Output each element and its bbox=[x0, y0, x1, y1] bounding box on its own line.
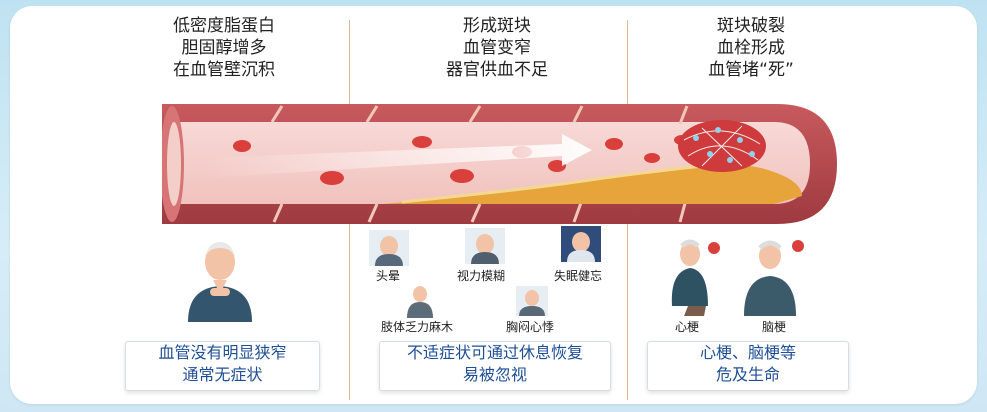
stage1-summary-line1: 血管没有明显狭窄 bbox=[158, 343, 287, 362]
diagram-card: 低密度脂蛋白 胆固醇增多 在血管壁沉积 形成斑块 血管变窄 器官供血不足 斑块破… bbox=[10, 6, 977, 404]
symptom-label: 头晕 bbox=[376, 269, 401, 283]
elderly-man-thinking-icon bbox=[188, 242, 252, 322]
symptom-label: 肢体乏力麻木 bbox=[381, 320, 454, 334]
symptom-label: 脑梗 bbox=[762, 320, 787, 334]
symptom-label: 视力模糊 bbox=[457, 269, 506, 283]
dizziness-icon bbox=[369, 230, 409, 266]
plaque-deposit bbox=[382, 164, 802, 204]
stage1-summary: 血管没有明显狭窄 通常无症状 bbox=[125, 341, 320, 391]
stage1-title-line2: 胆固醇增多 bbox=[181, 38, 267, 58]
stage3-title-line1: 斑块破裂 bbox=[717, 16, 785, 36]
stage2-summary: 不适症状可通过休息恢复 易被忽视 bbox=[379, 341, 611, 391]
artery-illustration bbox=[162, 104, 837, 224]
stage2-title-line2: 血管变窄 bbox=[463, 38, 531, 58]
stage3-title: 斑块破裂 血栓形成 血管堵“死” bbox=[651, 15, 851, 81]
stage2-title-line3: 器官供血不足 bbox=[446, 60, 548, 80]
blurred-vision-icon bbox=[465, 228, 505, 264]
headache-person-icon bbox=[744, 240, 804, 316]
stage2-summary-line2: 易被忽视 bbox=[462, 365, 527, 384]
stage1-title-line3: 在血管壁沉积 bbox=[173, 60, 275, 80]
stage2-title-line1: 形成斑块 bbox=[463, 16, 531, 36]
stage3-title-line3: 血管堵“死” bbox=[708, 60, 794, 80]
stage3-summary-line2: 危及生命 bbox=[715, 365, 780, 384]
blood-clot bbox=[678, 120, 766, 172]
chest-pain-person-icon bbox=[671, 239, 720, 316]
chest-tightness-icon bbox=[516, 286, 548, 316]
symptom-label: 失眠健忘 bbox=[554, 269, 603, 283]
stage1-title-line1: 低密度脂蛋白 bbox=[173, 16, 275, 36]
stage1-title: 低密度脂蛋白 胆固醇增多 在血管壁沉积 bbox=[124, 15, 324, 81]
insomnia-icon bbox=[561, 226, 601, 262]
stage1-summary-line2: 通常无症状 bbox=[182, 365, 263, 384]
limb-numbness-icon bbox=[407, 286, 433, 318]
blood-flow-arrow bbox=[202, 134, 592, 178]
stage3-summary: 心梗、脑梗等 危及生命 bbox=[647, 341, 849, 391]
stage3-summary-line1: 心梗、脑梗等 bbox=[699, 343, 796, 362]
symptom-label: 胸闷心悸 bbox=[506, 320, 555, 334]
stage2-summary-line1: 不适症状可通过休息恢复 bbox=[406, 343, 583, 362]
stage3-title-line2: 血栓形成 bbox=[717, 38, 785, 58]
stage2-title: 形成斑块 血管变窄 器官供血不足 bbox=[397, 15, 597, 81]
symptom-label: 心梗 bbox=[675, 320, 700, 334]
